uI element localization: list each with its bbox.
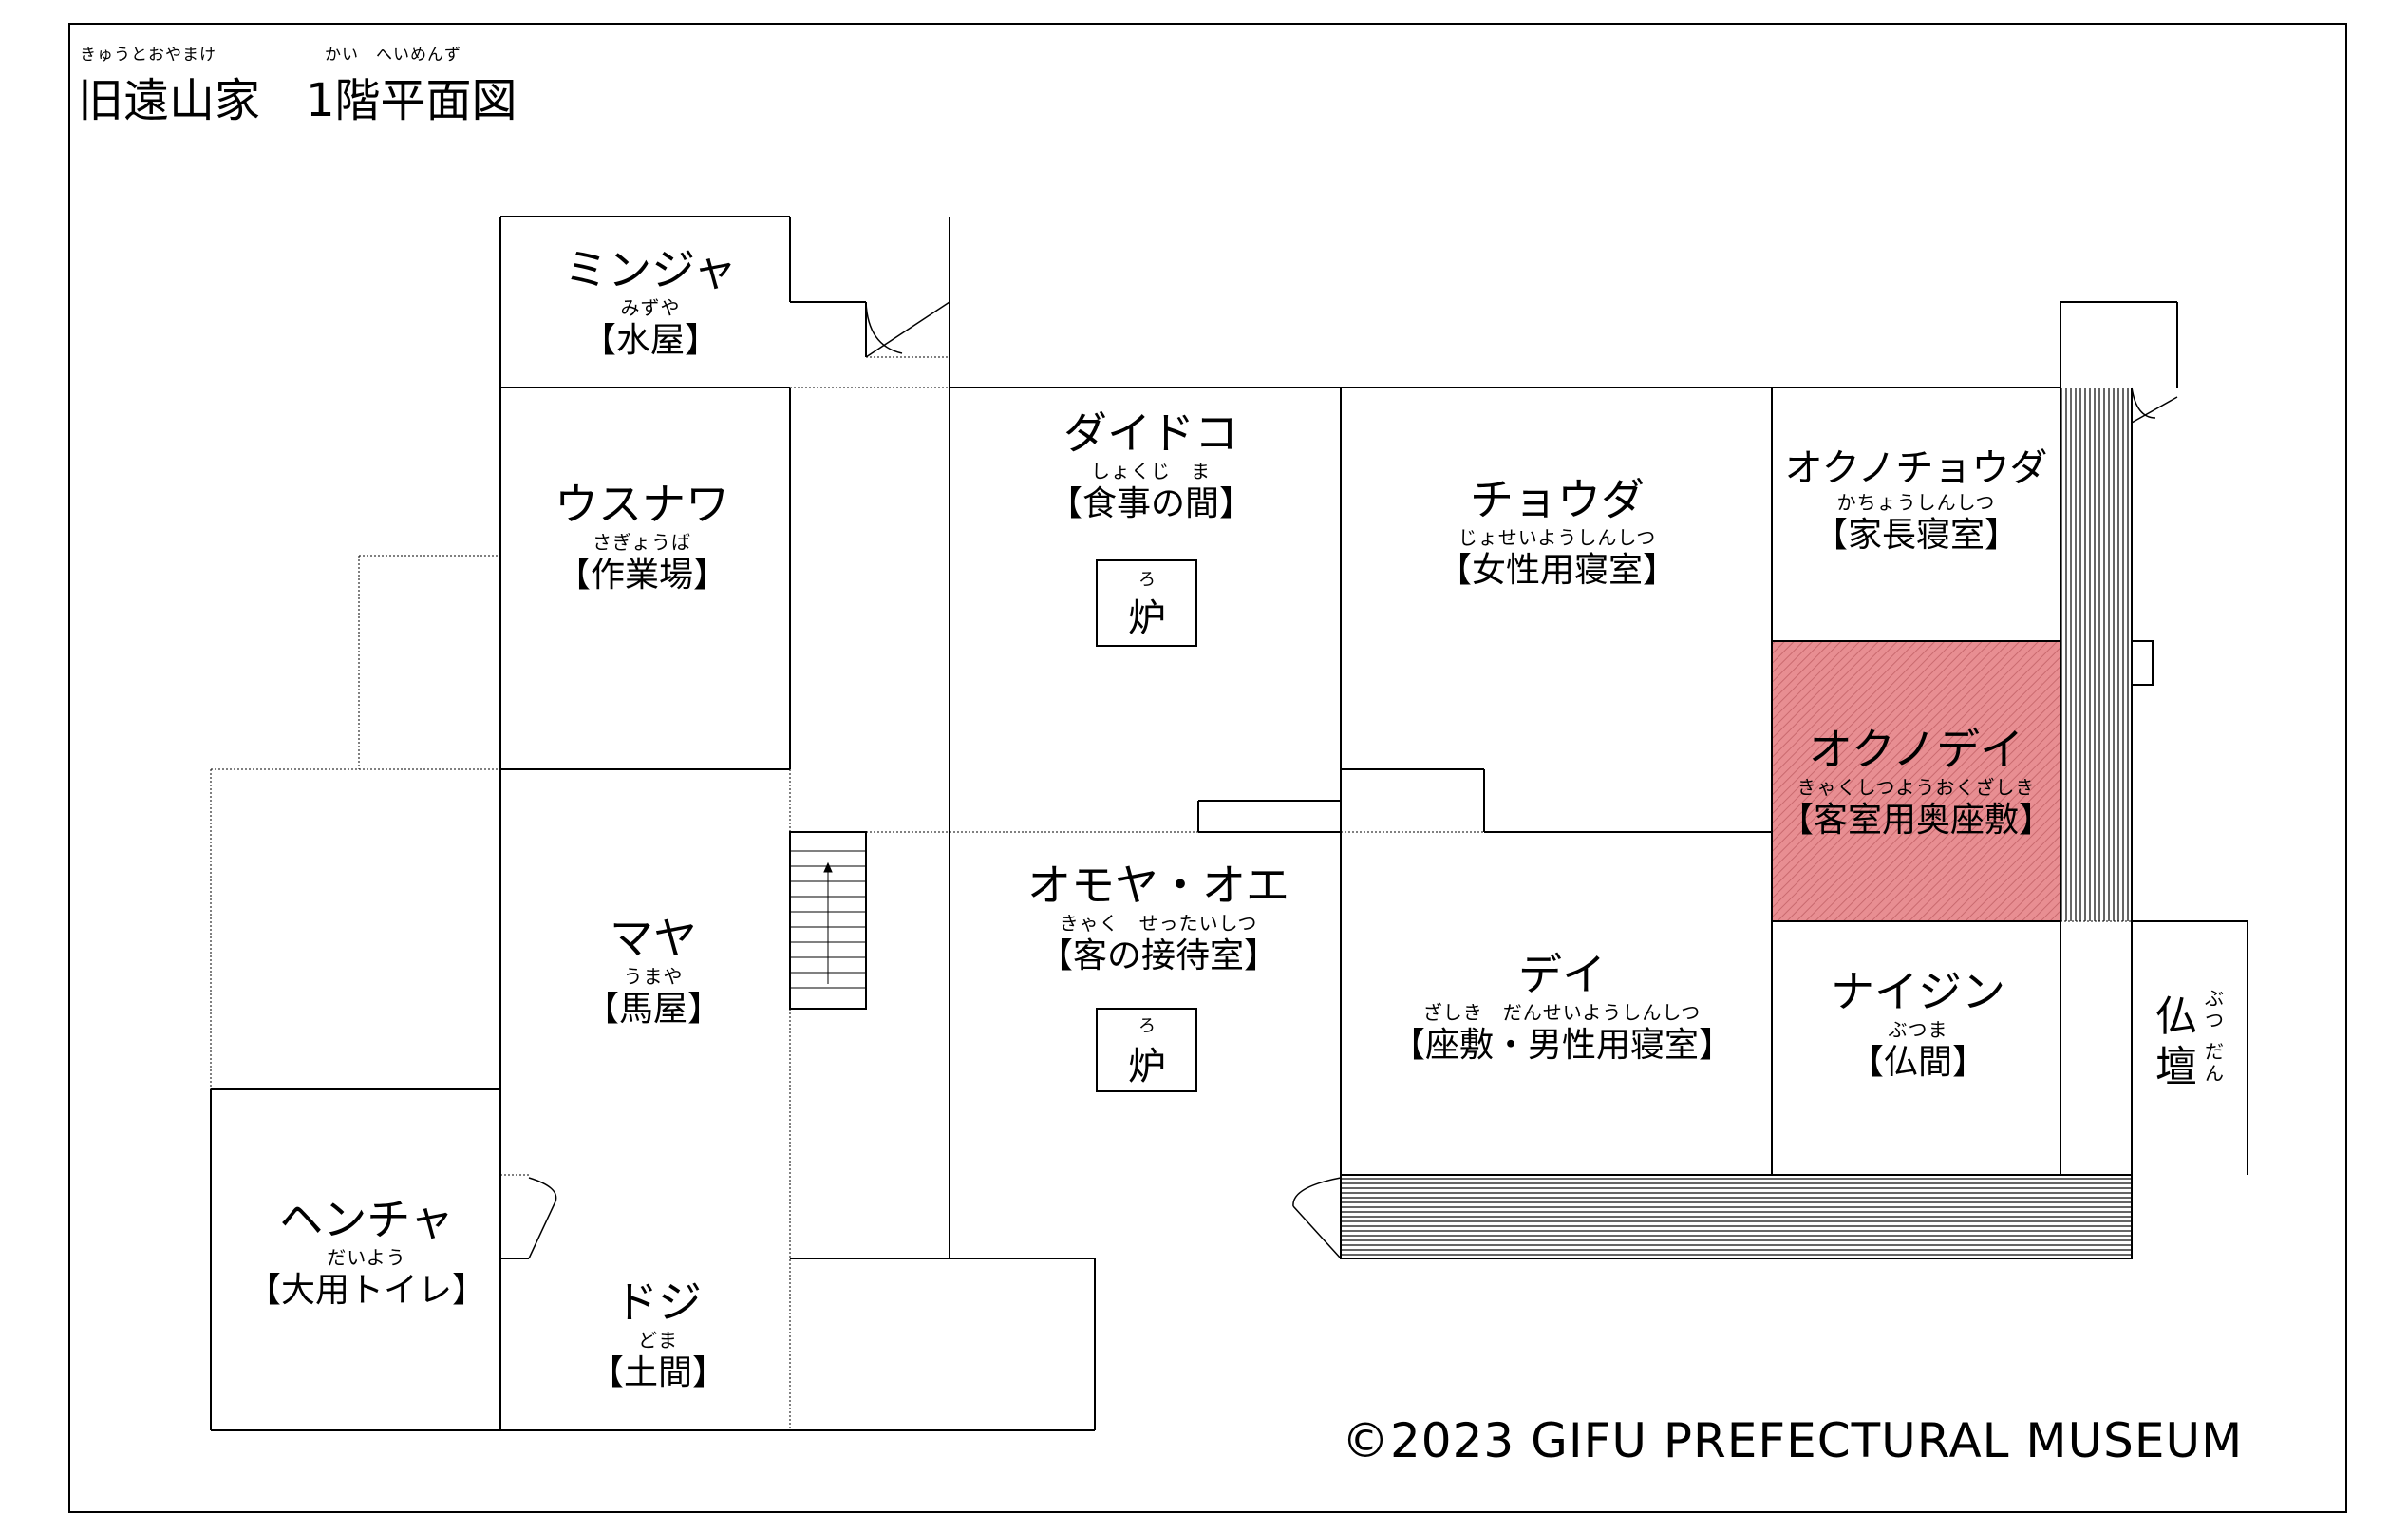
room-ruby: だいよう	[327, 1245, 406, 1269]
room-name: ドジ	[613, 1277, 702, 1328]
hearth-label: 炉	[1128, 596, 1166, 640]
room-function: 【家長寝室】	[1813, 516, 2019, 555]
room-doji: ドジ どま 【土間】	[590, 1277, 726, 1393]
room-ruby: かちょうしんしつ	[1836, 491, 1996, 514]
room-function: 【土間】	[589, 1352, 727, 1392]
title-ruby-left: きゅうとおやまけ	[80, 46, 216, 65]
room-ruby: きゃくしつようおくざしき	[1797, 775, 2036, 799]
hearth-ruby: ろ	[1138, 1016, 1156, 1036]
room-name: ダイドコ	[1063, 407, 1238, 459]
room-daidoko: ダイドコ しょくじ ま 【食事の間】	[1048, 408, 1253, 524]
room-name: マヤ	[609, 913, 697, 964]
room-function: 【作業場】	[555, 555, 727, 595]
room-maya: マヤ うまや 【馬屋】	[585, 914, 722, 1030]
room-ruby: しょくじ ま	[1090, 459, 1211, 482]
room-name: オクノデイ	[1808, 724, 2024, 775]
butsudan-ruby-1: ぶつ	[2205, 987, 2224, 1031]
room-naijin: ナイジン ぶつま 【仏間】	[1831, 967, 2005, 1083]
room-minja: ミンジャ みずや 【水屋】	[564, 245, 737, 361]
room-omoya-oe: オモヤ・オエ きゃく せったいしつ 【客の接待室】	[1027, 861, 1289, 976]
room-ruby: きゃく せったいしつ	[1059, 911, 1258, 935]
room-function: 【馬屋】	[584, 989, 723, 1029]
page-title: 旧遠山家 1階平面図	[78, 74, 517, 127]
room-name: ウスナワ	[555, 479, 729, 530]
room-function: 【水屋】	[581, 320, 720, 360]
okuno-dei-highlight	[1771, 640, 2061, 922]
room-name: デイ	[1517, 949, 1606, 1000]
room-ruby: どま	[637, 1328, 678, 1352]
room-ruby: うまや	[623, 964, 684, 988]
room-usunawa: ウスナワ さぎょうば 【作業場】	[555, 480, 729, 596]
room-ruby: みずや	[620, 295, 681, 319]
room-ruby: じょせいようしんしつ	[1458, 525, 1657, 549]
room-name: オクノチョウダ	[1784, 446, 2048, 490]
room-ruby: ざしき だんせいようしんしつ	[1422, 1000, 1702, 1024]
hearth-ruby: ろ	[1138, 570, 1156, 590]
hearth-box-1	[1096, 559, 1197, 647]
engawa-right	[2060, 388, 2132, 921]
butsudan-char-2: 壇	[2155, 1043, 2197, 1091]
room-okuno-dei: オクノデイ きゃくしつようおくざしき 【客室用奥座敷】	[1779, 725, 2053, 841]
doors	[528, 301, 2178, 1259]
stairs	[790, 850, 866, 989]
room-function: 【仏間】	[1849, 1042, 1986, 1082]
room-function: 【客室用奥座敷】	[1778, 800, 2054, 840]
room-chouda: チョウダ じょせいようしんしつ 【女性用寝室】	[1438, 475, 1677, 591]
room-name: ヘンチャ	[279, 1194, 454, 1245]
hearth-box-2	[1096, 1008, 1197, 1092]
room-hencha: ヘンチャ だいよう 【大用トイレ】	[247, 1195, 486, 1311]
room-function: 【大用トイレ】	[246, 1270, 487, 1310]
room-function: 【座敷・男性用寝室】	[1390, 1025, 1734, 1065]
copyright-notice: ©2023 GIFU PREFECTURAL MUSEUM	[1342, 1413, 2244, 1468]
room-ruby: ぶつま	[1888, 1017, 1948, 1041]
butsudan-char-1: 仏	[2155, 993, 2197, 1041]
room-name: ミンジャ	[564, 244, 737, 295]
room-function: 【食事の間】	[1047, 483, 1254, 523]
hearth-label: 炉	[1128, 1045, 1166, 1088]
room-okuno-chouda: オクノチョウダ かちょうしんしつ 【家長寝室】	[1785, 446, 2048, 556]
title-ruby-right: かい へいめんず	[325, 46, 461, 65]
room-ruby: さぎょうば	[593, 530, 691, 554]
room-name: ナイジン	[1831, 966, 2005, 1017]
room-name: チョウダ	[1469, 474, 1645, 525]
room-function: 【女性用寝室】	[1437, 550, 1678, 590]
butsudan-ruby-2: だん	[2205, 1040, 2224, 1085]
room-dei: デイ ざしき だんせいようしんしつ 【座敷・男性用寝室】	[1391, 950, 1733, 1066]
engawa-bottom	[1341, 1175, 2132, 1258]
room-function: 【客の接待室】	[1038, 936, 1278, 975]
room-name: オモヤ・オエ	[1027, 860, 1289, 911]
